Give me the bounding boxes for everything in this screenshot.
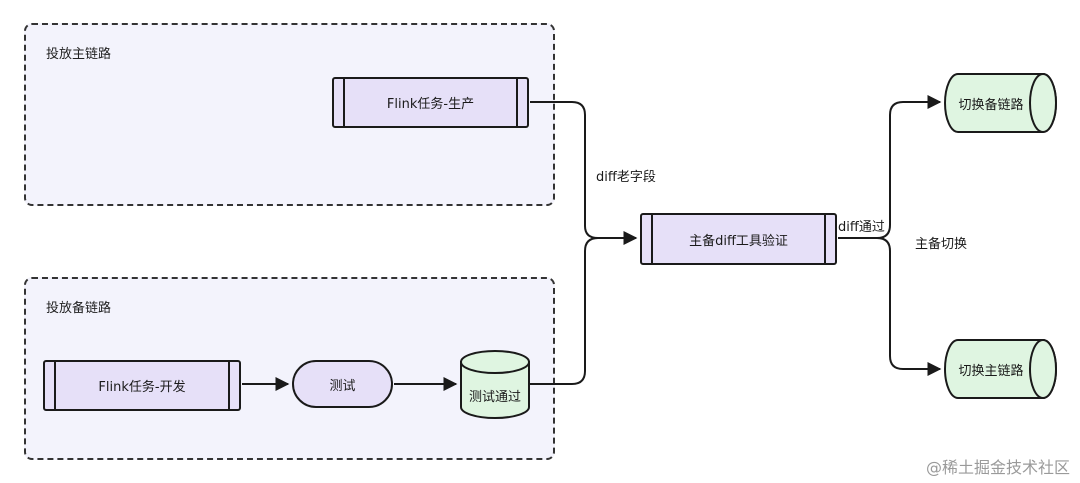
switch-main-label: 切换主链路 xyxy=(958,363,1024,379)
diff-old-fields-label: diff老字段 xyxy=(596,170,656,185)
backup-link-group-label: 投放备链路 xyxy=(46,301,112,316)
test-label: 测试 xyxy=(329,378,356,394)
diff-verify-label: 主备diff工具验证 xyxy=(689,233,788,249)
edge-diff-to-switch-backup xyxy=(838,95,942,239)
diff-verify-node: 主备diff工具验证 xyxy=(640,213,837,265)
flink-prod-label: Flink任务-生产 xyxy=(386,97,475,112)
switch-main-storage xyxy=(944,339,1057,399)
edge-prod-to-diff xyxy=(530,101,638,245)
switch-backup-label-box: 切换备链路 xyxy=(948,88,1034,118)
edge-diff-to-switch-main xyxy=(876,237,942,376)
switch-backup-label: 切换备链路 xyxy=(958,97,1024,113)
flink-prod-node: Flink任务-生产 xyxy=(332,77,529,128)
flink-dev-label: Flink任务-开发 xyxy=(98,380,186,395)
diff-passed-label: diff通过 xyxy=(838,216,885,235)
test-passed-label: 测试通过 xyxy=(468,389,521,405)
main-backup-switch-label: 主备切换 xyxy=(915,237,968,252)
edge-test-passed-to-diff xyxy=(529,237,599,385)
test-passed-storage xyxy=(460,350,530,419)
watermark: @稀土掘金技术社区 xyxy=(925,458,1070,477)
switch-backup-storage xyxy=(944,73,1057,133)
main-link-group-label: 投放主链路 xyxy=(46,47,112,62)
test-node: 测试 xyxy=(292,360,393,408)
test-passed-label-box: 测试通过 xyxy=(461,375,529,415)
switch-main-label-box: 切换主链路 xyxy=(948,354,1034,384)
flink-dev-node: Flink任务-开发 xyxy=(43,360,241,411)
